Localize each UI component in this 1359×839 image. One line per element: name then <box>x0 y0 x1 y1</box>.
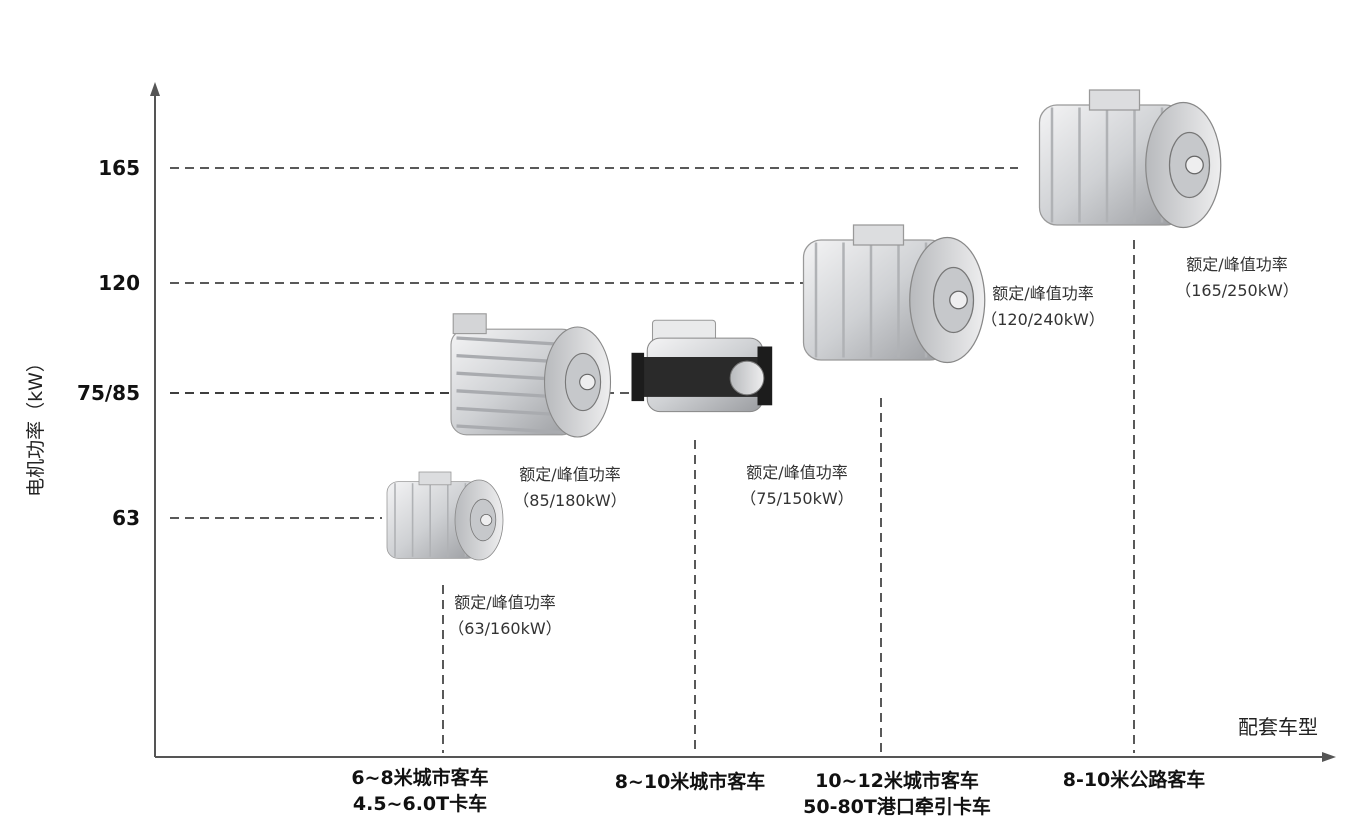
guide-lines <box>170 167 1135 753</box>
y-axis-label: 电机功率（kW） <box>25 353 47 497</box>
y-tick-label: 63 <box>112 506 140 530</box>
point-annotation: （165/250kW） <box>1175 281 1299 300</box>
motor-point <box>386 471 504 561</box>
x-category-labels: 6~8米城市客车 4.5~6.0T卡车 8~10米城市客车 10~12米城市客车 50-… <box>351 766 1205 818</box>
motor-point <box>450 313 612 438</box>
point-annotation: （85/180kW） <box>513 491 626 510</box>
x-category-label: 10~12米城市客车 <box>815 769 979 792</box>
y-tick-label: 120 <box>98 271 140 295</box>
y-axis <box>150 82 160 757</box>
x-axis <box>155 752 1336 762</box>
y-tick-label: 75/85 <box>77 381 140 405</box>
point-annotations: 额定/峰值功率 （63/160kW） 额定/峰值功率 （85/180kW） 额定/峰值功… <box>448 255 1298 638</box>
point-annotation: （63/160kW） <box>448 619 561 638</box>
y-tick-labels: 63 75/85 120 165 <box>77 156 140 530</box>
x-category-label: 8~10米城市客车 <box>615 770 766 793</box>
point-annotation: 额定/峰值功率 <box>519 465 620 484</box>
point-annotation: （120/240kW） <box>981 310 1105 329</box>
y-tick-label: 165 <box>98 156 140 180</box>
x-category-label: 8-10米公路客车 <box>1063 768 1206 791</box>
motor-point <box>631 319 773 413</box>
x-category-label: 6~8米城市客车 <box>351 766 488 789</box>
point-annotation: 额定/峰值功率 <box>1186 255 1287 274</box>
point-annotation: 额定/峰值功率 <box>454 593 555 612</box>
x-category-label: 50-80T港口牵引卡车 <box>803 795 991 818</box>
motor-points <box>386 89 1222 561</box>
motor-point <box>802 224 986 364</box>
motor-point <box>1038 89 1222 229</box>
point-annotation: 额定/峰值功率 <box>746 463 847 482</box>
x-category-label: 4.5~6.0T卡车 <box>353 792 487 815</box>
point-annotation: 额定/峰值功率 <box>992 284 1093 303</box>
x-axis-label: 配套车型 <box>1238 715 1318 739</box>
point-annotation: （75/150kW） <box>740 489 853 508</box>
